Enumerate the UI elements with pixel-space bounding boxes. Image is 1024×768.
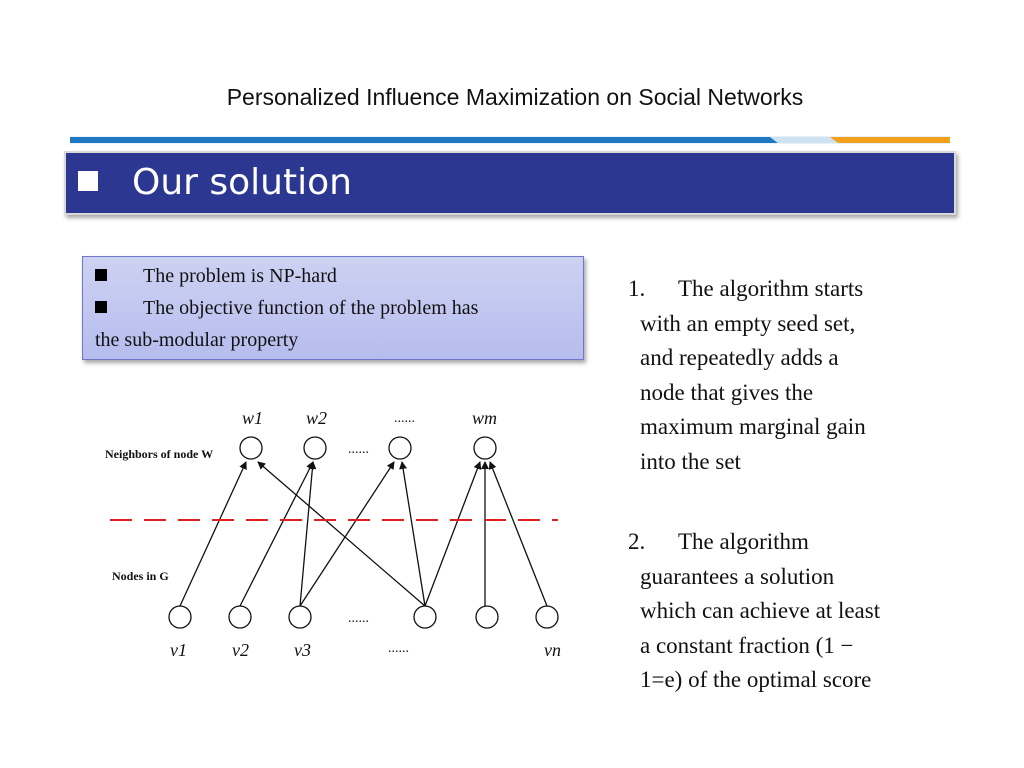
bottom-node-v4	[413, 605, 437, 629]
bottom-node-v1	[168, 605, 192, 629]
label-nodes: Nodes in G	[112, 569, 169, 583]
bottom-gap-dots: ......	[348, 611, 369, 626]
top-label-w1: w1	[242, 408, 263, 428]
square-bullet-icon	[78, 171, 98, 191]
bottom-node-v3	[288, 605, 312, 629]
bipartite-diagram: Neighbors of node W Nodes in G w1 w2 ...…	[105, 408, 561, 660]
bottom-label-dots: ......	[388, 641, 409, 656]
point-number: 1.	[628, 276, 646, 301]
problem-box: The problem is NP-hard The objective fun…	[82, 256, 584, 360]
section-header-text: Our solution	[132, 162, 352, 203]
top-label-wm: wm	[472, 408, 497, 428]
problem-line-1: The problem is NP-hard	[95, 265, 337, 288]
square-bullet-icon	[95, 301, 107, 313]
top-gap-dots: ......	[348, 442, 369, 457]
slide-title: Personalized Influence Maximization on S…	[226, 84, 804, 110]
bottom-node-v2	[228, 605, 252, 629]
point-number: 2.	[628, 529, 646, 554]
edges	[179, 461, 548, 607]
problem-line-3: the sub-modular property	[95, 329, 299, 351]
solution-point-1: 1. The algorithm starts with an empty se…	[624, 272, 954, 479]
bottom-node-vn	[535, 605, 559, 629]
bottom-label-v1: v1	[170, 640, 187, 660]
title-divider	[70, 136, 950, 144]
bottom-node-v5	[475, 605, 499, 629]
section-header: Our solution	[64, 151, 956, 215]
square-bullet-icon	[95, 269, 107, 281]
top-node-w3	[388, 436, 412, 460]
top-node-wm	[473, 436, 497, 460]
point-first-line: The algorithm starts	[678, 276, 864, 301]
bottom-label-v3: v3	[294, 640, 311, 660]
label-neighbors: Neighbors of node W	[105, 447, 213, 461]
solution-point-2: 2. The algorithm guarantees a solution w…	[624, 525, 954, 698]
top-node-w2	[303, 436, 327, 460]
bottom-label-vn: vn	[544, 640, 561, 660]
top-label-dots: ......	[394, 411, 415, 426]
solution-points: 1. The algorithm starts with an empty se…	[624, 272, 954, 698]
point-first-line: The algorithm	[678, 529, 809, 554]
top-label-w2: w2	[306, 408, 327, 428]
bottom-label-v2: v2	[232, 640, 249, 660]
top-node-w1	[239, 436, 263, 460]
problem-line-2: The objective function of the problem ha…	[95, 297, 478, 320]
